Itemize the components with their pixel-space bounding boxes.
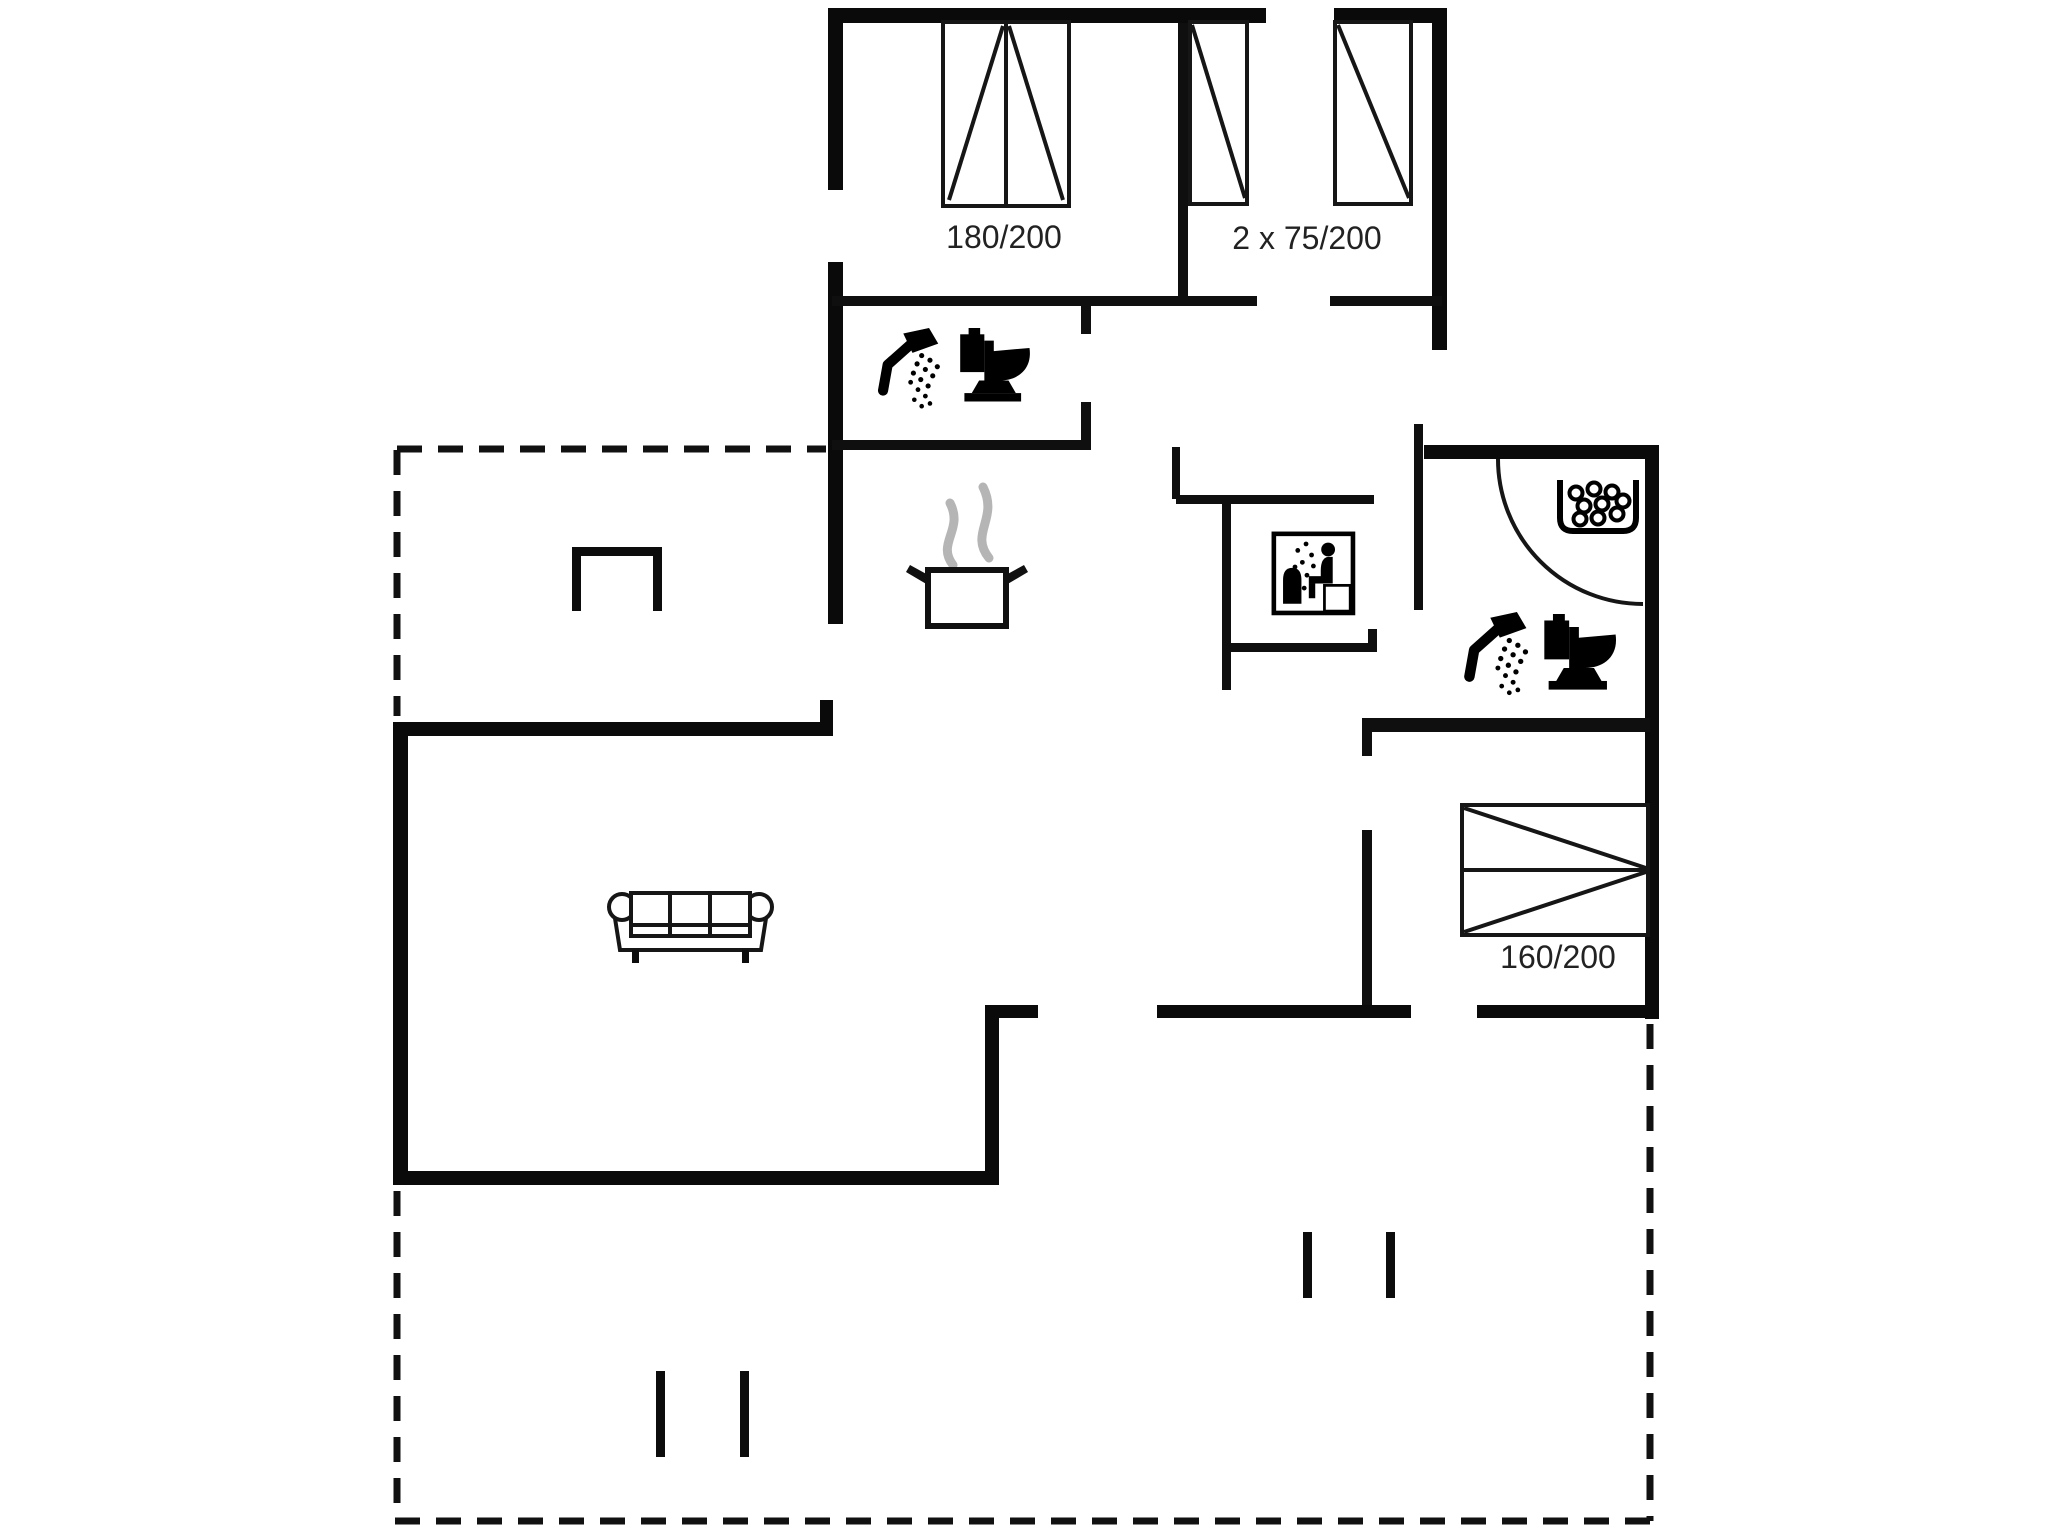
wall-sauna-left xyxy=(1222,495,1231,690)
walls xyxy=(393,8,1659,1185)
sauna-icon xyxy=(1274,534,1353,613)
wall-south-c xyxy=(1477,1005,1659,1018)
steam-icon xyxy=(943,482,994,570)
wall-living-bottom xyxy=(393,1171,999,1185)
whirlpool-icon xyxy=(1560,480,1636,531)
wall-south-b xyxy=(1157,1005,1411,1018)
bathroom-right xyxy=(1469,480,1636,695)
wall-bathroom2-top xyxy=(1424,445,1658,459)
door-arc xyxy=(1496,458,1644,606)
wall-bedrooms-bottom-b xyxy=(1330,296,1442,306)
shower-icon xyxy=(1469,612,1528,695)
wall-entry-right xyxy=(1414,424,1423,610)
wall-top-1 xyxy=(828,8,1266,23)
bed-single-right xyxy=(1333,20,1413,206)
bed-double xyxy=(941,20,1071,208)
terrace-post xyxy=(740,1371,749,1457)
wall-bathroom2-bottom xyxy=(1362,718,1650,732)
sofa-icon xyxy=(607,891,774,963)
fireplace-icon xyxy=(572,547,662,611)
wall-top-2 xyxy=(1334,8,1447,23)
bed-double-label: 180/200 xyxy=(946,219,1062,255)
terrace-post xyxy=(656,1371,665,1457)
wall-south-a xyxy=(985,1005,1038,1018)
toilet-icon xyxy=(1544,614,1617,690)
wall-bathroom2-bottom-cap xyxy=(1362,718,1372,756)
terrace-post xyxy=(1303,1232,1312,1298)
wall-bedrooms-bottom-a xyxy=(832,296,1257,306)
wall-living-left xyxy=(393,722,408,1185)
bed-twin-label: 2 x 75/200 xyxy=(1232,220,1381,256)
toilet-icon xyxy=(960,328,1030,402)
shower-icon xyxy=(883,328,940,409)
wall-right-top-block xyxy=(1432,8,1447,350)
terrace-outline xyxy=(393,445,1654,1525)
wall-bedroom3-west xyxy=(1362,830,1372,1013)
bed-single-left xyxy=(1188,20,1249,206)
terrace-posts xyxy=(656,1232,1395,1457)
wall-left-top xyxy=(828,8,843,190)
bed-queen-label: 160/200 xyxy=(1500,939,1616,975)
wall-sauna-bottom xyxy=(1222,643,1376,652)
wall-hall-connector xyxy=(1172,447,1180,499)
wall-living-jog xyxy=(985,1012,999,1185)
cooking-pot-icon xyxy=(906,565,1028,629)
bathroom-top xyxy=(883,328,1030,409)
wall-bathroom1-right-b xyxy=(1081,402,1091,450)
wall-sauna-bottom-cap xyxy=(1368,629,1377,652)
wall-bathroom1-right-a xyxy=(1081,296,1091,334)
wall-bathroom1-bottom xyxy=(832,440,1090,450)
bed-queen xyxy=(1460,803,1650,937)
wall-bedroom-divider xyxy=(1178,23,1188,298)
wall-living-top-stub xyxy=(820,700,833,724)
wall-sauna-top xyxy=(1176,495,1374,504)
terrace-post xyxy=(1386,1232,1395,1298)
wall-living-top xyxy=(393,722,833,736)
